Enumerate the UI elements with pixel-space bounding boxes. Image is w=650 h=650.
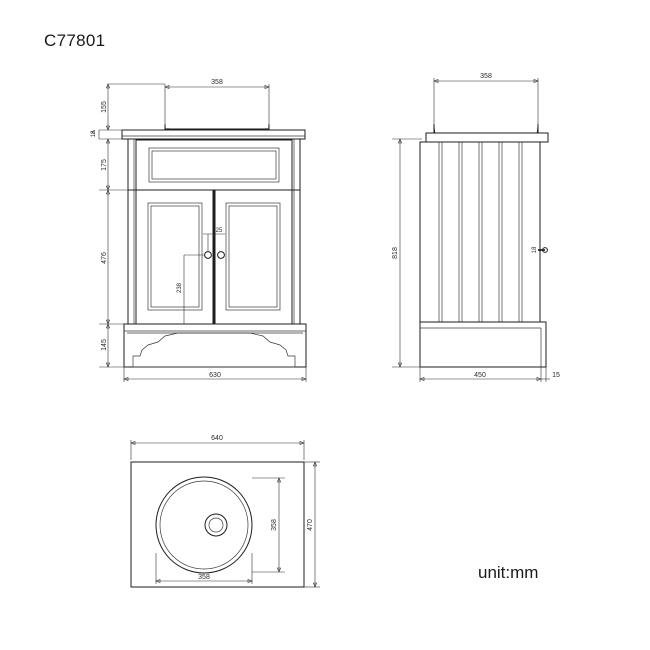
side-plinth <box>419 321 547 368</box>
part-code-label: C77801 <box>44 31 106 50</box>
side-dim-depth: 450 <box>474 372 486 379</box>
front-drawer <box>135 139 293 191</box>
side-elevation-view: 18 358 818 <box>392 73 560 382</box>
front-dim-basin-width: 358 <box>211 79 223 86</box>
side-cabinet-body <box>419 141 541 323</box>
front-door-left <box>135 189 215 325</box>
side-dimensions: 358 818 450 15 <box>392 73 560 382</box>
top-basin <box>155 476 253 574</box>
side-edge-marker: 18 <box>532 246 548 253</box>
side-dim-edge-mark: 18 <box>532 246 538 253</box>
front-dim-cabinet-width: 630 <box>209 372 221 379</box>
side-countertop <box>425 132 549 143</box>
front-dim-handle-offset: 25 <box>216 228 223 234</box>
front-dim-drawer-height: 175 <box>101 159 108 171</box>
top-dim-basin-dia-horizontal: 358 <box>198 574 210 581</box>
top-dim-counter-depth: 470 <box>307 519 314 531</box>
unit-note-label: unit:mm <box>478 563 539 582</box>
top-dim-basin-dia-vertical: 358 <box>271 519 278 531</box>
side-dim-total-height: 818 <box>392 247 399 259</box>
front-knob-left <box>204 251 212 259</box>
top-plan-view: 640 470 358 <box>130 435 320 588</box>
front-plinth <box>123 323 307 368</box>
front-knob-right <box>217 251 225 259</box>
top-dim-counter-width: 640 <box>211 435 223 442</box>
side-dim-basin-width: 358 <box>480 73 492 80</box>
front-dim-plinth-height: 145 <box>101 339 108 351</box>
top-dimensions: 640 470 358 <box>130 435 320 588</box>
front-dim-door-height: 476 <box>101 252 108 264</box>
front-dim-handle-height: 238 <box>177 282 183 293</box>
front-countertop <box>121 129 306 140</box>
front-dim-basin-height: 155 <box>101 101 108 113</box>
side-dim-overhang: 15 <box>552 372 560 379</box>
front-door-right <box>213 189 293 325</box>
front-elevation-view: 358 155 18 <box>91 79 307 382</box>
front-dimensions: 358 155 18 <box>91 79 307 382</box>
